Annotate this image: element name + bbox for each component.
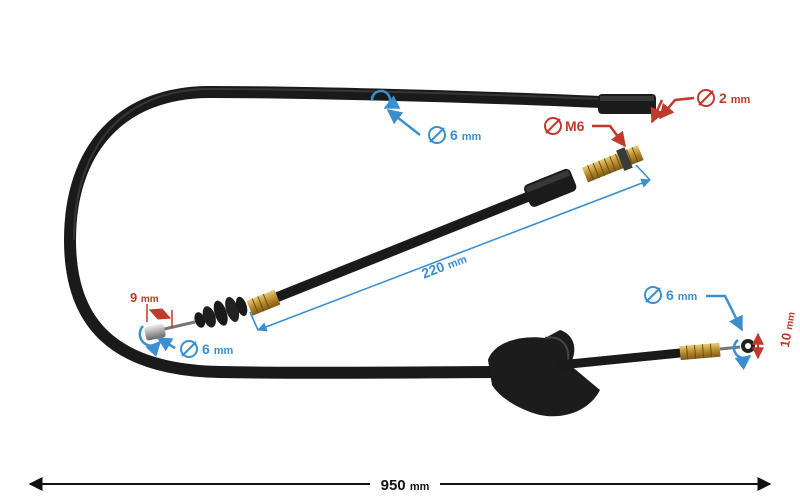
left-end-nipple bbox=[144, 323, 166, 341]
diameter-icon bbox=[428, 126, 446, 144]
travel-dimension-label: 220 mm bbox=[419, 250, 469, 282]
diameter-icon bbox=[697, 89, 715, 107]
rotate-arrow-icon bbox=[370, 89, 401, 110]
rotate-arrow-icon bbox=[732, 339, 752, 371]
right-ferrule bbox=[679, 342, 721, 361]
rotate-arrow-icon bbox=[138, 325, 162, 357]
diameter-icon bbox=[180, 340, 198, 358]
travel-dimension-line bbox=[257, 178, 651, 332]
inner-cable-sheath bbox=[270, 187, 545, 303]
mounting-bracket bbox=[488, 330, 600, 417]
arrow-icon bbox=[156, 336, 176, 352]
arrow-icon bbox=[592, 124, 626, 148]
diameter-icon bbox=[644, 286, 662, 304]
end-diameter-label: 6 mm bbox=[202, 341, 233, 357]
sheath-diameter-label: 6 mm bbox=[450, 127, 481, 143]
adjuster-sleeve bbox=[524, 168, 577, 207]
right-end-eyelet bbox=[741, 339, 755, 353]
rubber-boot bbox=[194, 296, 248, 328]
right-end-length-label: 10 mm bbox=[777, 310, 798, 348]
diameter-icon bbox=[544, 117, 562, 135]
arrow-icon bbox=[706, 294, 744, 332]
right-cable-section bbox=[555, 347, 695, 370]
right-end-diameter-label: 6 mm bbox=[666, 287, 697, 303]
total-length-label: 950 mm bbox=[381, 477, 430, 494]
arrow-icon bbox=[659, 96, 695, 120]
lower-left-ferrule bbox=[246, 289, 281, 316]
thread-label: M6 bbox=[565, 118, 585, 134]
threaded-adjuster bbox=[582, 145, 644, 183]
arrow-icon bbox=[386, 109, 421, 136]
end-length-label: 9 mm bbox=[130, 290, 159, 305]
wire-diameter-label: 2 mm bbox=[719, 90, 750, 106]
outer-cable-sheath bbox=[63, 85, 626, 379]
